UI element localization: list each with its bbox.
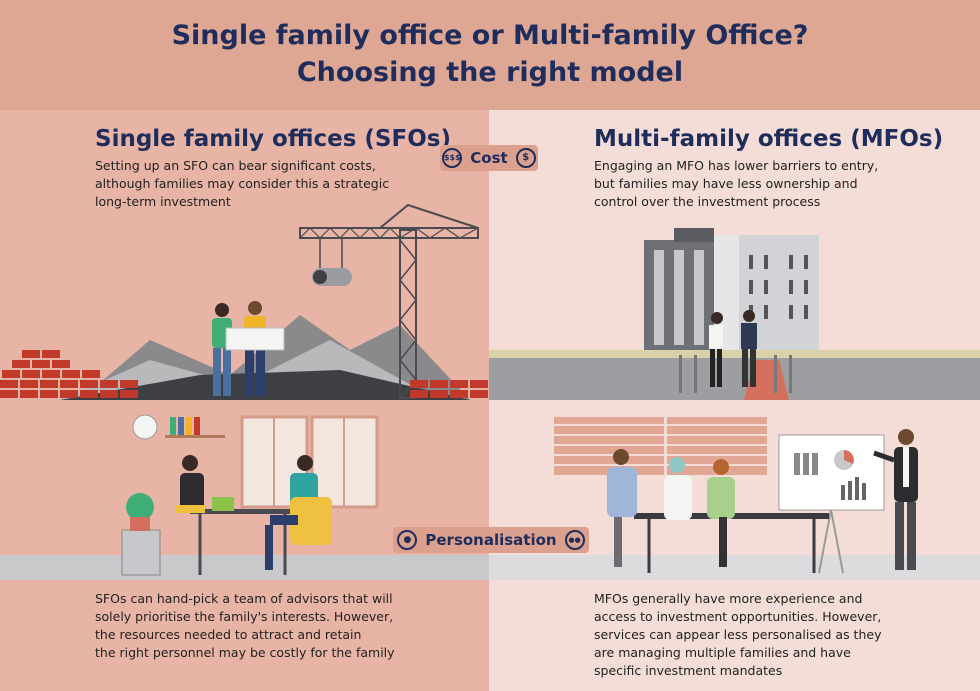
- mfo-panel: [489, 110, 980, 691]
- money-bag-icon: $$$: [442, 148, 463, 168]
- sfo-personalisation-text: SFOs can hand-pick a team of advisors th…: [95, 591, 395, 660]
- person-icon: ●: [397, 530, 418, 550]
- sfo-heading: Single family offices (SFOs): [95, 126, 451, 152]
- mfo-cost-text: Engaging an MFO has lower barriers to en…: [594, 158, 879, 209]
- personalisation-label-pill: ● Personalisation ●●: [393, 527, 589, 553]
- cost-label-pill: $$$ Cost $: [440, 145, 538, 171]
- sfo-cost-text: Setting up an SFO can bear significant c…: [95, 158, 390, 209]
- dollar-icon: $: [515, 148, 536, 168]
- presentation-scene: [489, 417, 980, 580]
- header-banner: Single family office or Multi-family Off…: [0, 0, 980, 110]
- cost-label: Cost: [470, 149, 508, 167]
- personalisation-label: Personalisation: [425, 531, 557, 549]
- group-icon: ●●: [564, 530, 585, 550]
- mfo-heading: Multi-family offices (MFOs): [594, 126, 944, 152]
- advisor-meeting-scene: [0, 414, 489, 580]
- office-buildings-scene: [489, 228, 980, 400]
- sfo-panel: [0, 110, 489, 691]
- construction-scene: [0, 203, 488, 400]
- page-title-line2: Choosing the right model: [296, 57, 684, 88]
- page-title-line1: Single family office or Multi-family Off…: [171, 20, 809, 51]
- mfo-personalisation-text: MFOs generally have more experience and …: [594, 591, 882, 678]
